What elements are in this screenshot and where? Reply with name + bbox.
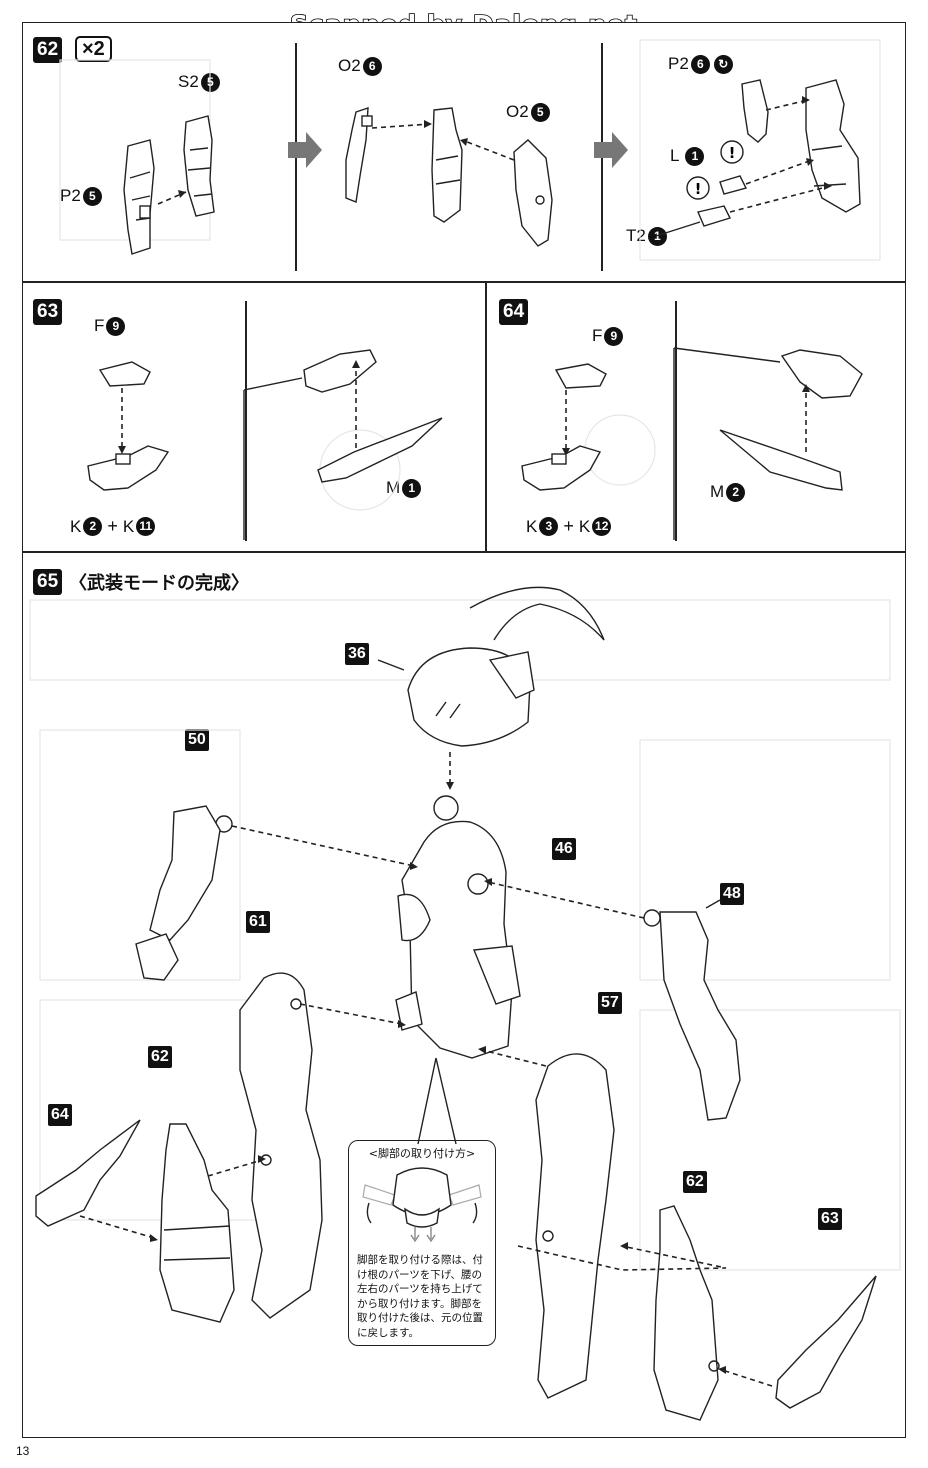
part-tag-62-right: 62 xyxy=(683,1171,707,1193)
divider xyxy=(295,43,297,271)
leg-attach-note: <脚部の取り付け方> 脚部を取り付ける際は、付け根のパーツを下げ、腰の左右のパー… xyxy=(348,1140,496,1346)
step-64-number: 64 xyxy=(499,299,529,325)
step-62-number: 62 xyxy=(33,37,63,63)
part-tag-62-left: 62 xyxy=(148,1046,172,1068)
divider xyxy=(245,301,247,541)
step-62-multiplier: ×2 xyxy=(75,36,112,62)
note-title: <脚部の取り付け方> xyxy=(368,1147,476,1160)
part-tag-63: 63 xyxy=(818,1208,842,1230)
part-tag-64: 64 xyxy=(48,1104,72,1126)
part-tag-50: 50 xyxy=(185,729,209,751)
step-65-title: 〈武装モードの完成〉 xyxy=(69,573,249,594)
part-tag-36: 36 xyxy=(345,643,369,665)
part-tag-48: 48 xyxy=(720,883,744,905)
divider xyxy=(675,301,677,541)
step-63-panel: 63 xyxy=(22,282,486,552)
part-tag-46: 46 xyxy=(552,838,576,860)
page-number: 13 xyxy=(16,1444,30,1458)
divider xyxy=(601,43,603,271)
step-65-number: 65 xyxy=(33,569,63,595)
part-tag-57: 57 xyxy=(598,992,622,1014)
rotate-icon: ↻ xyxy=(713,54,733,74)
step-62-panel: 62 ×2 xyxy=(22,22,906,282)
hip-joint-illustration xyxy=(362,1167,482,1243)
step-63-number: 63 xyxy=(33,299,63,325)
part-tag-61: 61 xyxy=(246,911,270,933)
note-body: 脚部を取り付ける際は、付け根のパーツを下げ、腰の左右のパーツを持ち上げてから取り… xyxy=(357,1254,483,1339)
step-64-panel: 64 xyxy=(486,282,906,552)
